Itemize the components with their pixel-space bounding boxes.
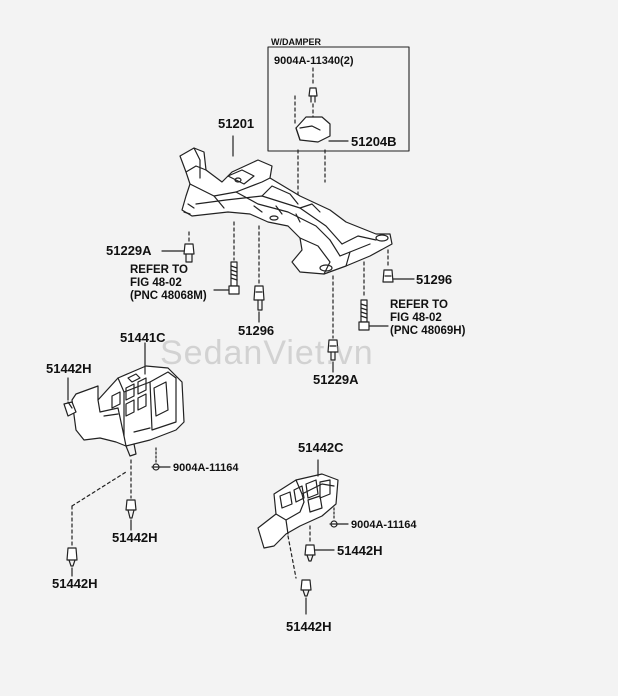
label-51442h-right-mid: 51442H: [337, 543, 383, 558]
label-51442h-left-top: 51442H: [46, 361, 92, 376]
label-9004a-11164-left: 9004A-11164: [173, 462, 239, 474]
clip-51442h-left-bottom: [66, 471, 127, 577]
label-refer-right: REFER TO FIG 48-02 (PNC 48069H): [390, 299, 466, 337]
label-51441c: 51441C: [120, 330, 166, 345]
bolt-51229a-left: [161, 231, 195, 263]
crossmember-51201: [179, 135, 393, 275]
damper-inset: [267, 46, 410, 196]
label-51442h-left-bottom: 51442H: [52, 576, 98, 591]
cover-51441c: [71, 342, 185, 457]
label-9004a-11340: 9004A-11340(2): [274, 55, 354, 67]
screw-9004a-right: [329, 507, 349, 528]
label-51204b: 51204B: [351, 134, 397, 149]
bolt-51296-center: [253, 225, 265, 323]
bolt-51296-right: [382, 249, 415, 283]
bolt-51229a-right: [327, 275, 339, 373]
bolt-long-right: [358, 261, 389, 331]
label-refer-left: REFER TO FIG 48-02 (PNC 48068M): [130, 264, 207, 302]
screw-9004a-left: [151, 447, 171, 471]
clip-51442h-left-top: [63, 377, 77, 417]
clip-51442h-left-mid: [125, 459, 137, 531]
label-51201: 51201: [218, 116, 255, 131]
bolt-long-left: [213, 221, 240, 295]
label-51442h-left-mid: 51442H: [112, 530, 158, 545]
cover-51442c: [257, 459, 339, 549]
label-9004a-11164-right: 9004A-11164: [351, 519, 417, 531]
inset-title: W/DAMPER: [271, 37, 321, 47]
label-51296-center: 51296: [238, 323, 275, 338]
label-51229a-left: 51229A: [106, 243, 152, 258]
clip-51442h-right-mid: [304, 525, 335, 562]
clip-51442h-right-bottom: [287, 535, 312, 615]
label-51296-right: 51296: [416, 272, 453, 287]
watermark: SedanViet.vn: [160, 334, 374, 372]
label-51229a-right: 51229A: [313, 372, 359, 387]
label-51442c: 51442C: [298, 440, 344, 455]
label-51442h-right-bottom: 51442H: [286, 619, 332, 634]
